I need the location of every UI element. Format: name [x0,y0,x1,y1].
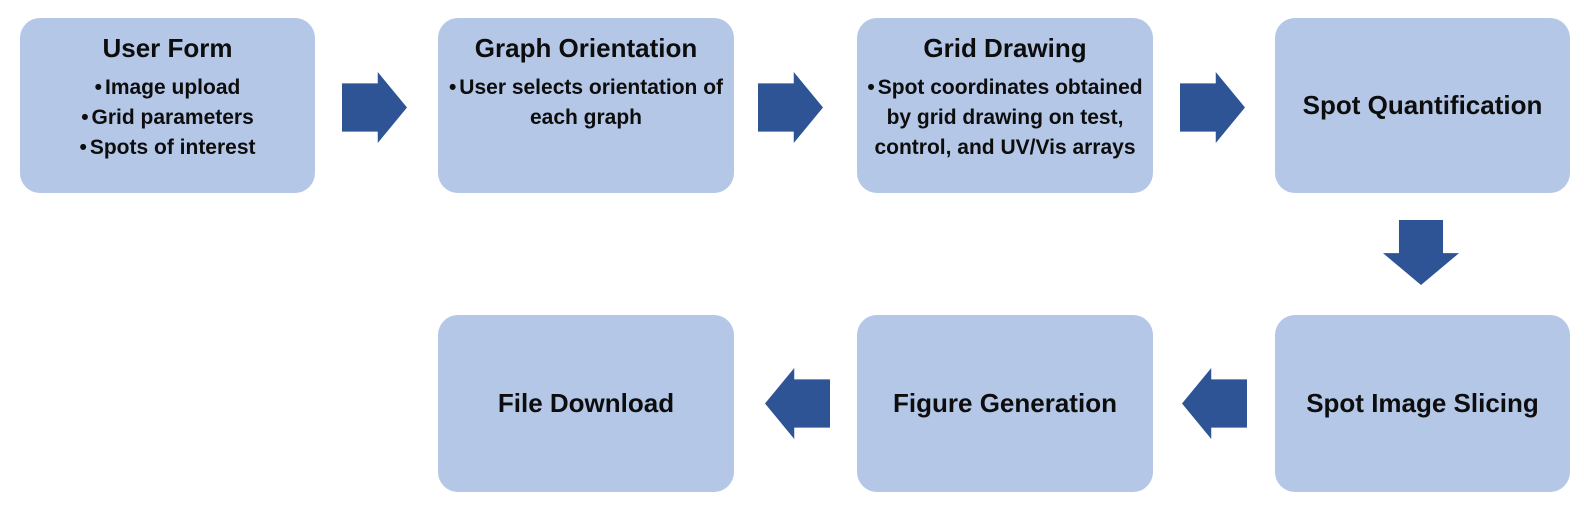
flow-step-grid-drawing: Grid Drawing Spot coordinates obtained b… [857,18,1153,193]
step-title: Graph Orientation [474,33,698,63]
bullet-item: Spots of interest [26,133,309,163]
arrow-left-icon [765,368,830,439]
arrow-down-icon [1383,220,1459,285]
flow-step-file-download: File Download [438,315,734,492]
arrow-right-icon [342,72,407,143]
step-title: Figure Generation [893,387,1117,418]
arrow-left-icon [1182,368,1247,439]
flow-step-graph-orientation: Graph Orientation User selects orientati… [438,18,734,193]
flow-step-spot-quantification: Spot Quantification [1275,18,1570,193]
arrow-right-icon [758,72,823,143]
step-bullet-list: Image upload Grid parameters Spots of in… [26,73,309,163]
bullet-item: User selects orientation of each graph [444,73,728,133]
step-title: Spot Image Slicing [1306,387,1539,418]
flow-step-spot-image-slicing: Spot Image Slicing [1275,315,1570,492]
bullet-item: Spot coordinates obtained by grid drawin… [863,73,1147,163]
step-title: File Download [497,387,675,418]
bullet-item: Image upload [26,73,309,103]
step-title: Spot Quantification [1302,89,1543,120]
step-bullet-list: User selects orientation of each graph [444,73,728,133]
flow-step-figure-generation: Figure Generation [857,315,1153,492]
bullet-item: Grid parameters [26,103,309,133]
arrow-right-icon [1180,72,1245,143]
step-bullet-list: Spot coordinates obtained by grid drawin… [863,73,1147,163]
step-title: User Form [102,33,233,63]
step-title: Grid Drawing [923,33,1087,63]
flow-step-user-form: User Form Image upload Grid parameters S… [20,18,315,193]
